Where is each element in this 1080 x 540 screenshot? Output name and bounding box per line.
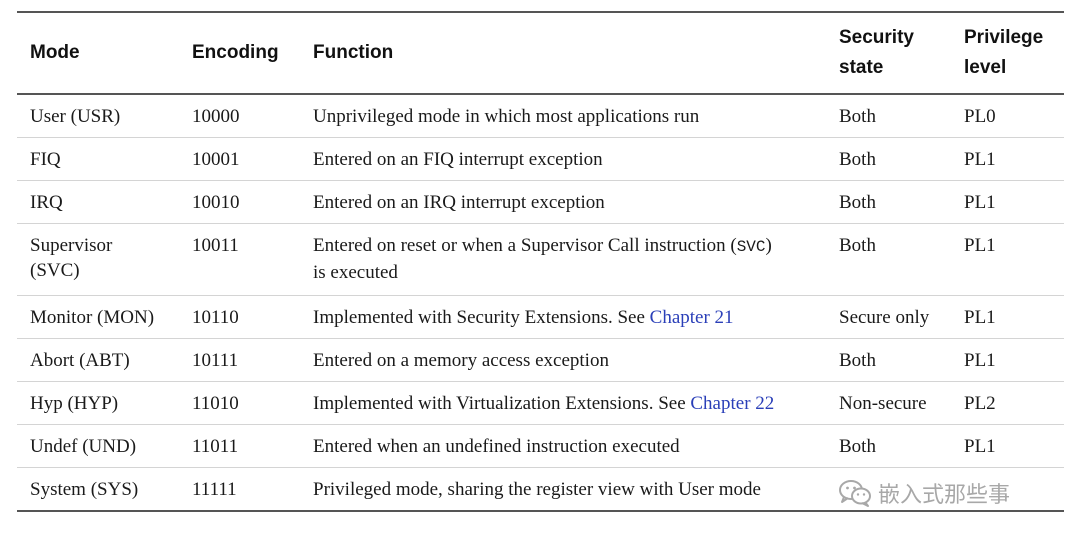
cell-encoding: 10000: [179, 94, 300, 138]
cell-privilege: PL2: [951, 381, 1064, 425]
cell-mode: User (USR): [17, 94, 179, 138]
table-header: Mode Encoding Function Security state Pri…: [17, 12, 1064, 94]
table-row: Hyp (HYP) 11010 Implemented with Virtual…: [17, 381, 1064, 425]
cell-mode-line2: (SVC): [30, 260, 80, 281]
header-function: Function: [313, 42, 394, 63]
cell-encoding: 10011: [179, 223, 300, 296]
processor-modes-table-container: Mode Encoding Function Security state Pri…: [17, 11, 1064, 512]
cell-security: Both: [826, 94, 951, 138]
cell-function: Entered on a memory access exception: [300, 338, 826, 382]
cell-security: Both: [826, 137, 951, 181]
cell-function: Privileged mode, sharing the register vi…: [300, 467, 826, 512]
cell-mode: Supervisor (SVC): [17, 223, 179, 296]
wechat-icon: [838, 479, 872, 507]
cell-security: Both: [826, 223, 951, 296]
cell-privilege: PL1: [951, 223, 1064, 296]
function-text-prefix: Implemented with Security Extensions. Se…: [313, 307, 650, 328]
cell-mode: Hyp (HYP): [17, 381, 179, 425]
cell-mode: System (SYS): [17, 467, 179, 512]
cell-encoding: 10001: [179, 137, 300, 181]
function-text-prefix: Entered on reset or when a Supervisor Ca…: [313, 235, 737, 256]
header-mode: Mode: [30, 42, 80, 63]
cell-function: Unprivileged mode in which most applicat…: [300, 94, 826, 138]
cell-privilege: PL1: [951, 295, 1064, 339]
cell-mode: Undef (UND): [17, 424, 179, 468]
cell-function: Implemented with Security Extensions. Se…: [300, 295, 826, 339]
header-security-line1: Security: [839, 27, 914, 48]
cell-mode: Monitor (MON): [17, 295, 179, 339]
cell-mode-line1: Supervisor: [30, 235, 113, 256]
cell-privilege: PL1: [951, 424, 1064, 468]
cell-privilege: [951, 467, 1064, 512]
cell-privilege: PL1: [951, 180, 1064, 224]
svc-code: SVC: [736, 238, 766, 256]
table-row: IRQ 10010 Entered on an IRQ interrupt ex…: [17, 180, 1064, 224]
header-privilege-line2: level: [964, 57, 1007, 78]
table-body: User (USR) 10000 Unprivileged mode in wh…: [17, 94, 1064, 512]
cell-privilege: PL1: [951, 137, 1064, 181]
header-privilege-level: Privilege level: [951, 12, 1064, 94]
cell-privilege: PL1: [951, 338, 1064, 382]
header-security-line2: state: [839, 57, 884, 78]
header-privilege-line1: Privilege: [964, 27, 1044, 48]
table-row: System (SYS) 11111 Privileged mode, shar…: [17, 467, 1064, 512]
cell-encoding: 10110: [179, 295, 300, 339]
table-row: User (USR) 10000 Unprivileged mode in wh…: [17, 94, 1064, 138]
chapter-22-link[interactable]: Chapter 22: [690, 393, 775, 414]
table-row: Abort (ABT) 10111 Entered on a memory ac…: [17, 338, 1064, 382]
cell-function: Entered when an undefined instruction ex…: [300, 424, 826, 468]
cell-mode: IRQ: [17, 180, 179, 224]
cell-function: Entered on an FIQ interrupt exception: [300, 137, 826, 181]
watermark-text: 嵌入式那些事: [878, 483, 1011, 508]
cell-security: Both: [826, 424, 951, 468]
cell-mode: FIQ: [17, 137, 179, 181]
chapter-21-link[interactable]: Chapter 21: [649, 307, 734, 328]
cell-privilege: PL0: [951, 94, 1064, 138]
cell-encoding: 10111: [179, 338, 300, 382]
function-text-line2: is executed: [313, 262, 398, 283]
cell-mode: Abort (ABT): [17, 338, 179, 382]
header-row: Mode Encoding Function Security state Pri…: [17, 12, 1064, 94]
cell-function: Entered on reset or when a Supervisor Ca…: [300, 223, 826, 296]
watermark: 嵌入式那些事: [838, 477, 1010, 509]
function-text-prefix: Implemented with Virtualization Extensio…: [313, 393, 691, 414]
function-text-suffix: ): [765, 235, 772, 256]
cell-security: [826, 467, 951, 512]
header-encoding: Encoding: [192, 42, 279, 63]
cell-encoding: 10010: [179, 180, 300, 224]
header-security-state: Security state: [826, 12, 951, 94]
cell-function: Implemented with Virtualization Extensio…: [300, 381, 826, 425]
table-row: Monitor (MON) 10110 Implemented with Sec…: [17, 295, 1064, 339]
cell-encoding: 11111: [179, 467, 300, 512]
cell-encoding: 11011: [179, 424, 300, 468]
table-row: FIQ 10001 Entered on an FIQ interrupt ex…: [17, 137, 1064, 181]
cell-function: Entered on an IRQ interrupt exception: [300, 180, 826, 224]
cell-security: Secure only: [826, 295, 951, 339]
table-row: Undef (UND) 11011 Entered when an undefi…: [17, 424, 1064, 468]
cell-encoding: 11010: [179, 381, 300, 425]
processor-modes-table: Mode Encoding Function Security state Pri…: [17, 11, 1064, 512]
cell-security: Both: [826, 180, 951, 224]
cell-security: Non-secure: [826, 381, 951, 425]
cell-security: Both: [826, 338, 951, 382]
table-row: Supervisor (SVC) 10011 Entered on reset o…: [17, 223, 1064, 296]
